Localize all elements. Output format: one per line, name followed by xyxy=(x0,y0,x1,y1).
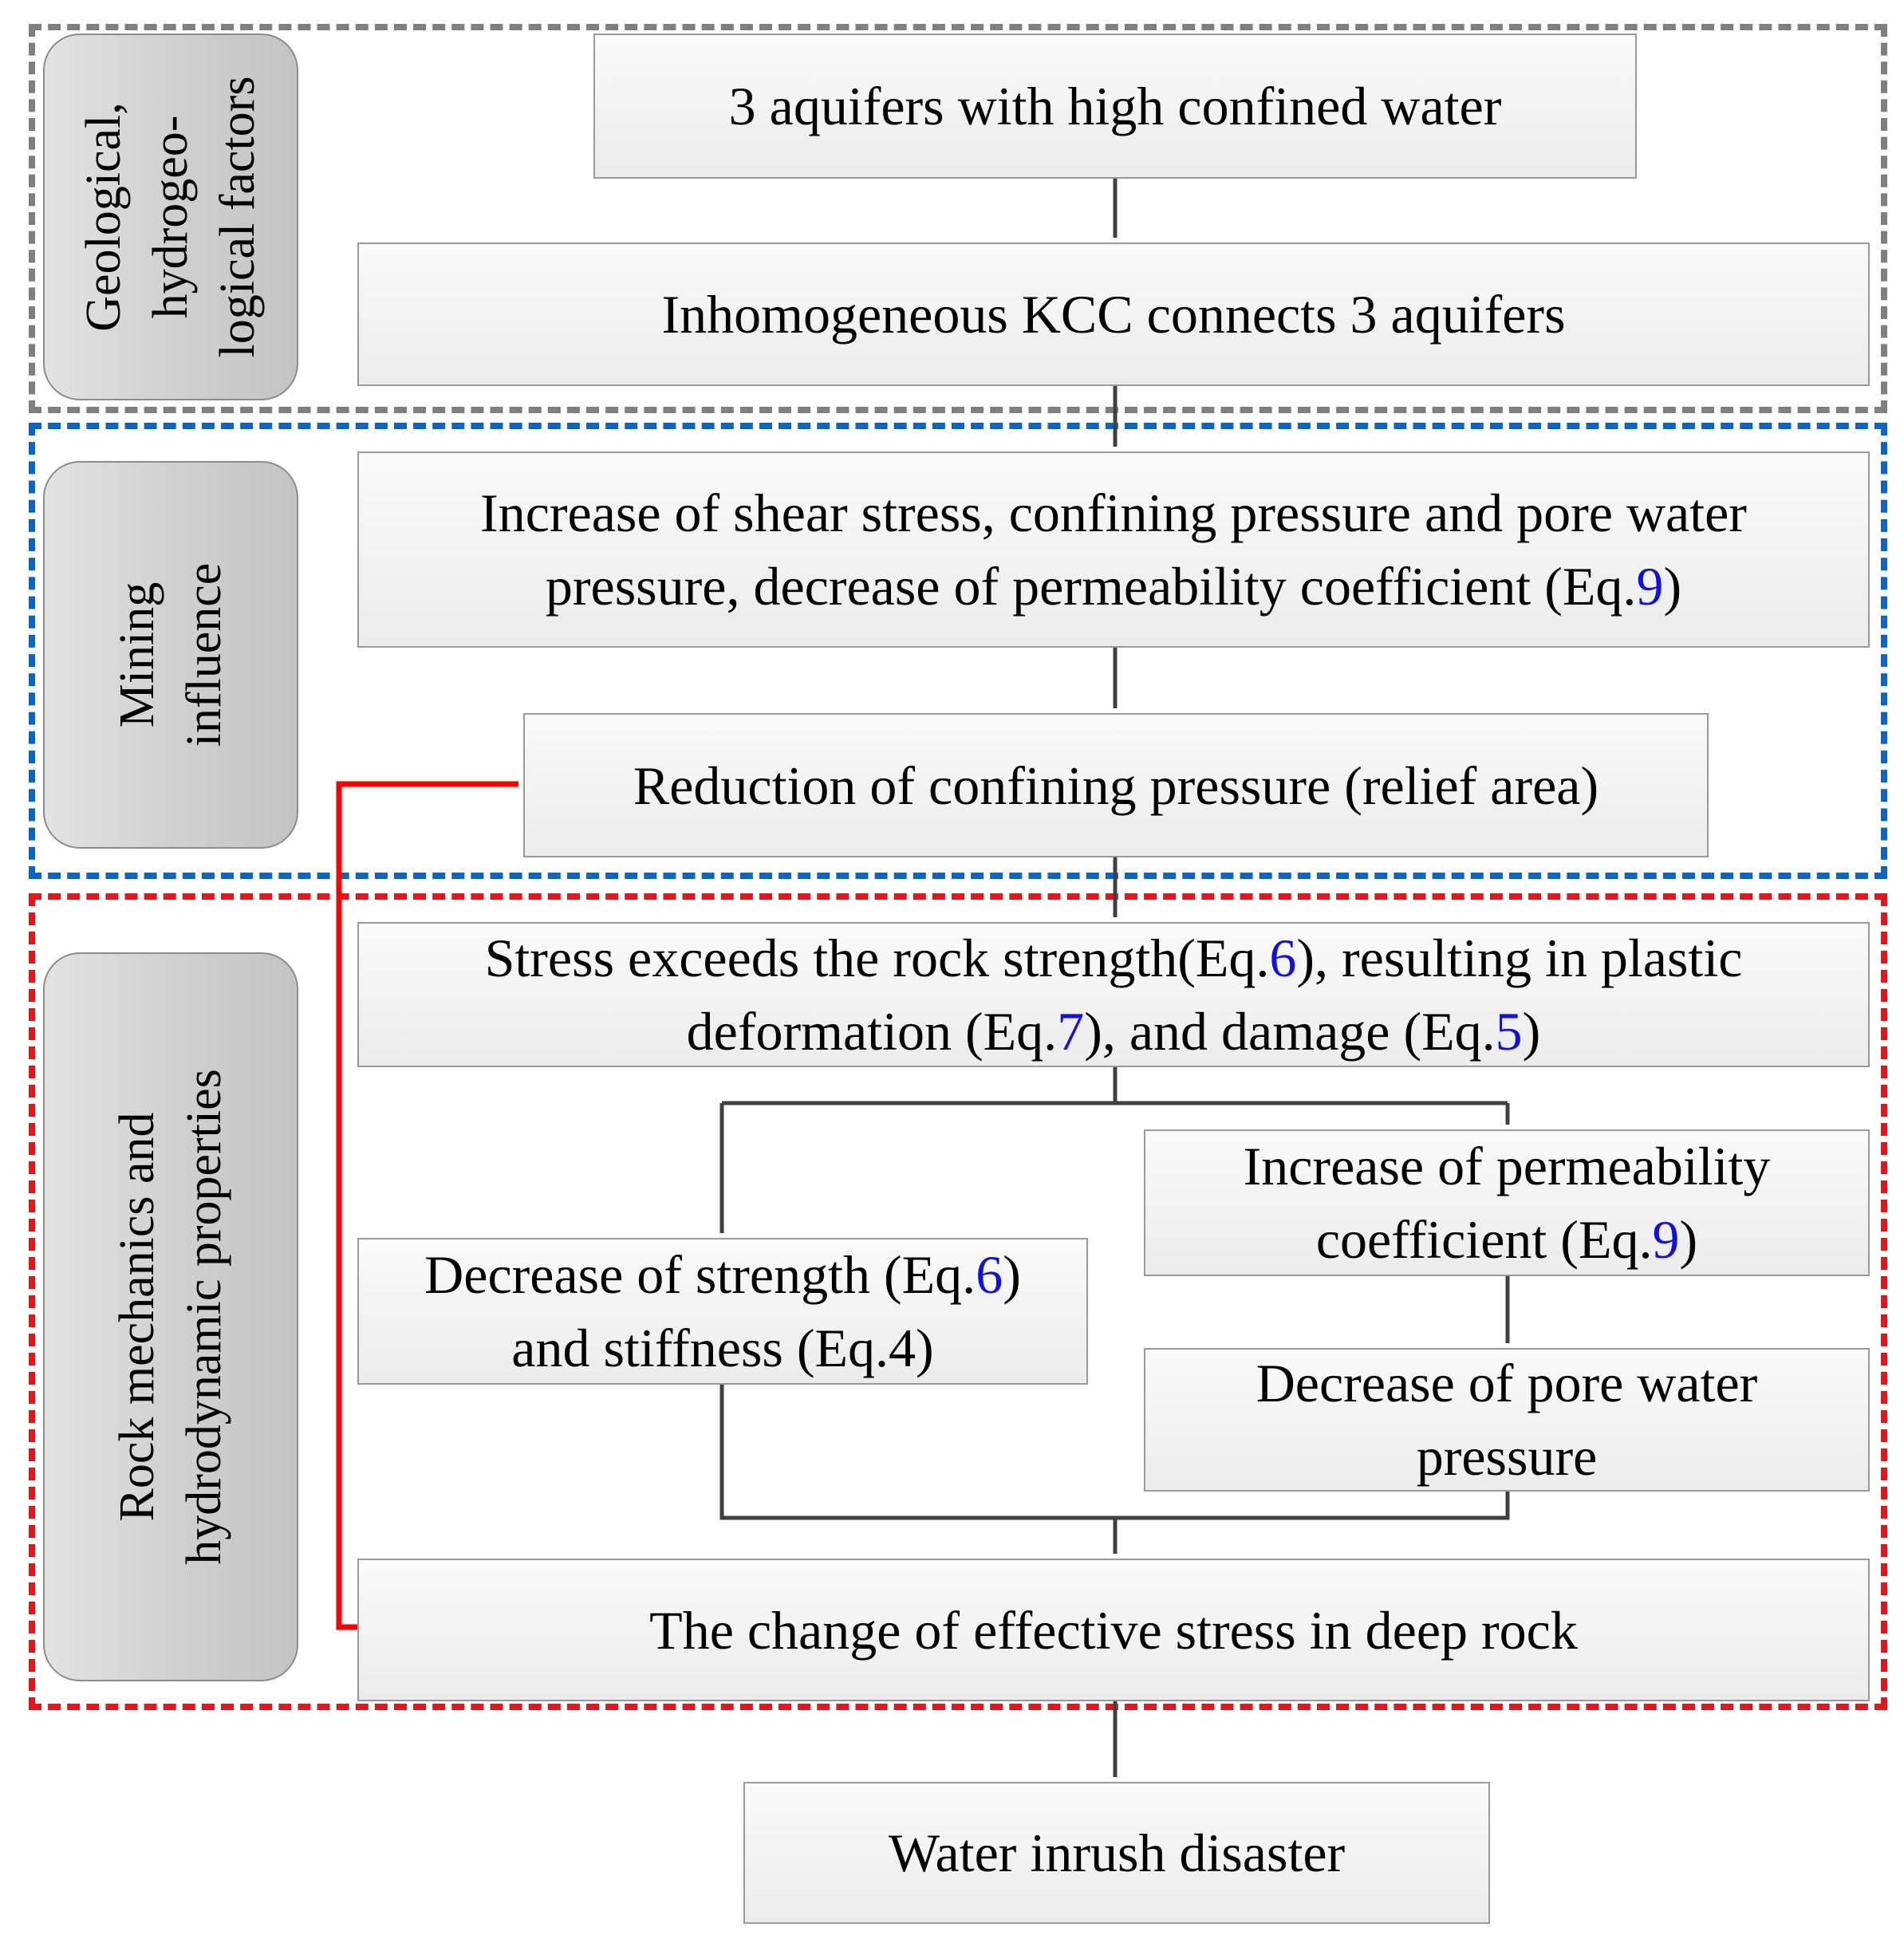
rock-group-frame xyxy=(29,893,1887,1710)
strength-line1: Decrease of strength (Eq.6) xyxy=(424,1238,1021,1311)
strength-decrease-box: Decrease of strength (Eq.6) and stiffnes… xyxy=(357,1238,1088,1385)
permeability-line1: Increase of permeability xyxy=(1243,1136,1771,1196)
aquifers-box: 3 aquifers with high confined water xyxy=(593,33,1637,179)
permeability-text: coefficient (Eq. xyxy=(1315,1209,1653,1270)
effective-stress-text: The change of effective stress in deep r… xyxy=(649,1599,1578,1661)
pore-pressure-line2: pressure xyxy=(1416,1426,1598,1487)
stress-exceeds-text: Stress exceeds the rock strength(Eq. xyxy=(484,928,1270,988)
strength-line2: and stiffness (Eq.4) xyxy=(511,1318,934,1378)
pore-pressure-decrease-box: Decrease of pore water pressure xyxy=(1144,1348,1870,1492)
permeability-increase-box: Increase of permeability coefficient (Eq… xyxy=(1144,1129,1870,1276)
permeability-close: ) xyxy=(1679,1209,1698,1270)
equation-ref-link[interactable]: 6 xyxy=(976,1244,1003,1305)
permeability-line2: coefficient (Eq.9) xyxy=(1244,1203,1771,1276)
mining-influence-label: Mining influence xyxy=(43,461,298,849)
split-connector xyxy=(722,1067,1118,1105)
water-inrush-text: Water inrush disaster xyxy=(888,1823,1346,1883)
strength-close: ) xyxy=(1003,1244,1021,1305)
shear-stress-close: ) xyxy=(1663,556,1682,617)
stress-exceeds-text: ), and damage (Eq. xyxy=(1084,1001,1496,1062)
stress-exceeds-line1: Stress exceeds the rock strength(Eq.6), … xyxy=(485,921,1743,995)
kcc-text: Inhomogeneous KCC connects 3 aquifers xyxy=(661,284,1566,345)
feedback-arrow xyxy=(336,781,519,1630)
stress-exceeds-text: ), resulting in plastic xyxy=(1296,928,1743,988)
shear-stress-box: Increase of shear stress, confining pres… xyxy=(357,451,1870,648)
stress-exceeds-text: ) xyxy=(1522,1001,1541,1062)
aquifers-text: 3 aquifers with high confined water xyxy=(728,76,1502,136)
equation-ref-link[interactable]: 5 xyxy=(1495,1001,1523,1062)
stress-exceeds-text: deformation (Eq. xyxy=(686,1001,1058,1062)
equation-ref-link[interactable]: 9 xyxy=(1652,1209,1680,1270)
reduction-text: Reduction of confining pressure (relief … xyxy=(633,755,1599,816)
flow-connectors xyxy=(719,179,1510,1778)
shear-stress-line2: pressure, decrease of permeability coeff… xyxy=(480,550,1747,623)
rock-mechanics-label: Rock mechanics and hydrodynamic properti… xyxy=(43,952,298,1681)
equation-ref-link[interactable]: 9 xyxy=(1636,556,1664,617)
stress-exceeds-box: Stress exceeds the rock strength(Eq.6), … xyxy=(357,922,1870,1067)
pore-pressure-line1: Decrease of pore water xyxy=(1256,1353,1758,1413)
geological-factors-label: Geological, hydrogeo- logical factors xyxy=(43,33,298,400)
water-inrush-box: Water inrush disaster xyxy=(743,1782,1490,1924)
effective-stress-box: The change of effective stress in deep r… xyxy=(357,1559,1870,1701)
reduction-box: Reduction of confining pressure (relief … xyxy=(523,713,1709,857)
equation-ref-link[interactable]: 7 xyxy=(1057,1001,1085,1062)
stress-exceeds-line2: deformation (Eq.7), and damage (Eq.5) xyxy=(485,995,1743,1068)
equation-ref-link[interactable]: 6 xyxy=(1269,928,1297,988)
shear-stress-text: pressure, decrease of permeability coeff… xyxy=(545,556,1637,617)
strength-text: Decrease of strength (Eq. xyxy=(424,1244,976,1305)
shear-stress-line1: Increase of shear stress, confining pres… xyxy=(480,483,1747,543)
kcc-box: Inhomogeneous KCC connects 3 aquifers xyxy=(357,242,1870,386)
geological-group-frame xyxy=(29,24,1887,413)
mining-group-frame xyxy=(29,423,1887,879)
